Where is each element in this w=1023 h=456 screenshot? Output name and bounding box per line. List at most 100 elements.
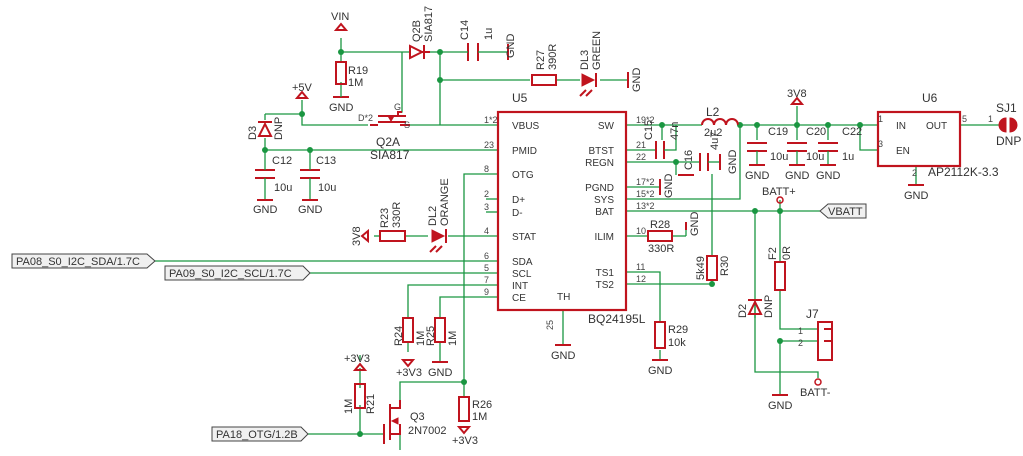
p3v3-c-label: +3V3 bbox=[452, 435, 478, 447]
net-sda-label: PA08_S0_I2C_SDA/1.7C bbox=[16, 256, 140, 268]
net-sda[interactable]: PA08_S0_I2C_SDA/1.7C bbox=[11, 253, 156, 269]
r21-ref: R21 bbox=[365, 394, 377, 414]
c22-capacitor[interactable]: C22 1u bbox=[818, 126, 862, 163]
u6-pin-in: IN bbox=[896, 121, 906, 132]
c15-value: 47n bbox=[669, 122, 681, 140]
gnd-label-u6: GND bbox=[904, 190, 929, 202]
p3v8-top-label: 3V8 bbox=[787, 88, 807, 100]
c13-value: 10u bbox=[318, 182, 336, 194]
vin-label: VIN bbox=[331, 11, 349, 23]
dl3-led[interactable]: DL3 GREEN bbox=[579, 31, 603, 97]
gnd-label-pgnd: GND bbox=[663, 174, 675, 199]
c15-ref: C15 bbox=[643, 120, 655, 140]
r19-ref: R19 bbox=[348, 65, 368, 77]
vbatt-net-flag[interactable]: VBATT bbox=[819, 203, 867, 219]
u5-pin-num-pmid: 23 bbox=[484, 140, 494, 150]
batt-minus-label: BATT- bbox=[800, 387, 831, 399]
r24-ref: R24 bbox=[393, 326, 405, 346]
f2-fuse[interactable]: F2 0R bbox=[767, 246, 793, 291]
q3-mosfet[interactable]: Q3 2N7002 bbox=[383, 400, 447, 444]
r29-ref: R29 bbox=[668, 324, 688, 336]
u5-pin-num-otg: 8 bbox=[484, 164, 489, 174]
u5-ref: U5 bbox=[512, 91, 528, 105]
u5-pin-name-otg: OTG bbox=[512, 170, 534, 181]
d3-diode[interactable]: D3 DNP bbox=[247, 117, 285, 140]
q2b-ref: Q2B bbox=[411, 20, 423, 42]
u5-pin-name-stat: STAT bbox=[512, 232, 536, 243]
u6-ref: U6 bbox=[922, 91, 938, 105]
r27-ref: R27 bbox=[535, 50, 547, 70]
c20-capacitor[interactable]: C20 10u bbox=[787, 126, 826, 163]
c14-capacitor[interactable]: C14 1u bbox=[459, 20, 495, 61]
f2-ref: F2 bbox=[767, 247, 779, 260]
r23-ref: R23 bbox=[379, 208, 391, 228]
r25-resistor[interactable]: R25 1M bbox=[425, 317, 459, 346]
batt-plus-testpoint[interactable]: BATT+ bbox=[762, 186, 796, 204]
q2a-pin-s: S bbox=[404, 120, 410, 130]
u5-pin-name-btst: BTST bbox=[588, 146, 614, 157]
u5-pin-num-ilim: 10 bbox=[636, 226, 646, 236]
j7-pin2-num: 2 bbox=[798, 338, 803, 348]
u5-pin-name-sys: SYS bbox=[594, 195, 614, 206]
c15-capacitor[interactable]: C15 47n bbox=[643, 120, 681, 159]
d2-diode[interactable]: D2 DNP bbox=[737, 295, 775, 318]
r28-value: 330R bbox=[648, 243, 674, 255]
u5-pin-num-d+: 2 bbox=[484, 189, 489, 199]
f2-value: 0R bbox=[781, 246, 793, 260]
r25-value: 1M bbox=[447, 331, 459, 346]
q2a-transistor[interactable]: D*2 G S Q2A SIA817 bbox=[358, 102, 410, 162]
r19-resistor[interactable]: R19 1M bbox=[335, 61, 368, 89]
u5-pin-name-vbus: VBUS bbox=[512, 121, 540, 132]
net-scl-label: PA09_S0_I2C_SCL/1.7C bbox=[169, 268, 292, 280]
c12-capacitor[interactable]: C12 10u bbox=[255, 155, 292, 194]
r28-ref: R28 bbox=[650, 219, 670, 231]
r30-resistor[interactable]: R30 5k49 bbox=[695, 255, 731, 281]
u5-ic[interactable]: U5 BQ24195L TH 25 VBUS1*2PMID23OTG8D+2D-… bbox=[484, 91, 655, 330]
gnd-label-j7: GND bbox=[768, 400, 793, 412]
u5-pin-name-regn: REGN bbox=[585, 158, 614, 169]
r24-resistor[interactable]: R24 1M bbox=[393, 317, 427, 346]
p3v8-left-label: 3V8 bbox=[351, 226, 363, 246]
r28-resistor[interactable]: R28 330R bbox=[647, 219, 674, 255]
u5-pin-name-pgnd: PGND bbox=[585, 183, 614, 194]
j7-connector[interactable]: J7 1 2 bbox=[798, 307, 833, 361]
batt-plus-label: BATT+ bbox=[762, 186, 796, 198]
r27-resistor[interactable]: R27 390R bbox=[531, 44, 559, 86]
u5-pin-num-ts1: 11 bbox=[636, 262, 645, 272]
l2-inductor[interactable]: L2 2u2 bbox=[701, 105, 740, 139]
l2-ref: L2 bbox=[706, 105, 720, 119]
r23-value: 330R bbox=[391, 202, 403, 228]
net-otg-label: PA18_OTG/1.2B bbox=[216, 429, 298, 441]
u5-left-pins: VBUS1*2PMID23OTG8D+2D-3STAT4SDA6SCL5INT7… bbox=[484, 115, 540, 304]
r30-ref: R30 bbox=[719, 256, 731, 276]
r29-resistor[interactable]: R29 10k bbox=[654, 321, 688, 349]
r21-resistor[interactable]: 1M R21 bbox=[343, 383, 377, 414]
dl2-value: ORANGE bbox=[439, 178, 451, 226]
r23-resistor[interactable]: R23 330R bbox=[379, 202, 406, 242]
q2b-transistor[interactable]: Q2B SIA817 bbox=[409, 6, 435, 60]
c13-capacitor[interactable]: C13 10u bbox=[300, 155, 336, 194]
net-scl[interactable]: PA09_S0_I2C_SCL/1.7C bbox=[164, 265, 311, 281]
gnd-label-c19: GND bbox=[745, 170, 770, 182]
r26-value: 1M bbox=[472, 411, 487, 423]
q2a-ref: Q2A bbox=[376, 135, 400, 149]
u5-pin-num-scl: 5 bbox=[484, 263, 489, 273]
c14-ref: C14 bbox=[459, 20, 471, 40]
r26-resistor[interactable]: R26 1M bbox=[458, 396, 492, 423]
gnd-symbols: GND GND GND GND GND GND GND GND GND GND … bbox=[253, 34, 929, 413]
p3v3-a-label: +3V3 bbox=[344, 353, 370, 365]
r24-value: 1M bbox=[415, 331, 427, 346]
u5-pin-num-d-: 3 bbox=[484, 202, 489, 212]
c19-capacitor[interactable]: C19 10u bbox=[747, 126, 788, 163]
sj1-jumper[interactable]: SJ1 DNP 1 bbox=[988, 101, 1021, 148]
u6-ldo[interactable]: U6 AP2112K-3.3 IN OUT EN 1 3 5 2 bbox=[876, 91, 999, 179]
r21-value: 1M bbox=[343, 399, 355, 414]
c16-capacitor[interactable]: C16 4u7 bbox=[683, 132, 721, 171]
u5-pin-num-sw: 19*2 bbox=[636, 115, 655, 125]
u5-pin-num-ce: 9 bbox=[484, 287, 489, 297]
dl2-led[interactable]: DL2 ORANGE bbox=[427, 178, 451, 253]
net-otg[interactable]: PA18_OTG/1.2B bbox=[211, 426, 309, 442]
batt-minus-testpoint[interactable]: BATT- bbox=[800, 378, 831, 399]
u6-value: AP2112K-3.3 bbox=[928, 165, 999, 179]
